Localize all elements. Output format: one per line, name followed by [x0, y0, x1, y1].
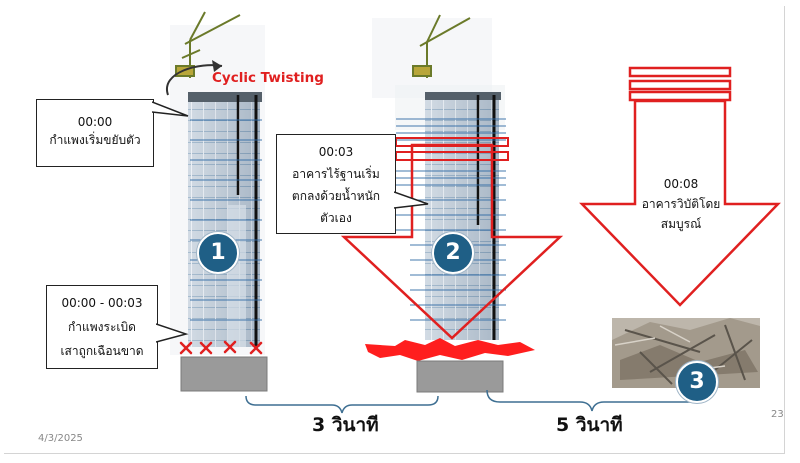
tower-stage-2: [340, 14, 564, 393]
brace-5-seconds: [486, 389, 701, 412]
slide-date: 4/3/2025: [38, 433, 83, 444]
callout-wall-explode: 00:00 - 00:03 กำแพงระเบิด เสาถูกเฉือนขาด: [46, 285, 158, 369]
cut-marks: [179, 340, 263, 355]
stage-badge-3: 3: [676, 361, 718, 403]
cyclic-twisting-label: Cyclic Twisting: [212, 70, 324, 86]
callout-building-falls: 00:03 อาคารไร้ฐานเริ่ม ตกลงด้วยน้ำหนัก ต…: [276, 134, 396, 234]
stage-badge-2: 2: [432, 232, 474, 274]
stage-3-slabs: [628, 66, 732, 102]
tower-1-foundation: [180, 356, 268, 392]
callout-2-pointer: [156, 323, 189, 343]
down-arrow-stage-2: [340, 143, 564, 340]
callout-1-pointer: [152, 101, 189, 117]
tower-stage-1: [165, 11, 268, 392]
callout-3-line3: ตัวเอง: [320, 211, 352, 225]
crane-1: [175, 11, 241, 78]
tower-2-foundation: [416, 360, 504, 393]
callout-3-line2: ตกลงด้วยน้ำหนัก: [291, 189, 381, 203]
callout-2-time: 00:00 - 00:03: [61, 296, 143, 310]
callout-4-line2: สมบูรณ์: [660, 217, 702, 231]
callout-4-time: 00:08: [663, 177, 699, 191]
callout-3-time: 00:03: [318, 145, 354, 159]
callout-wall-start-moving: 00:00 กำแพงเริ่มขยับตัว: [36, 99, 154, 167]
callout-4-line1: อาคารวิบัติโดย: [641, 197, 721, 211]
callout-1-time: 00:00: [77, 115, 113, 129]
twist-arrow-icon: [165, 60, 223, 96]
rubble-image: [612, 318, 760, 388]
brace-3-seconds: [245, 395, 439, 414]
callout-2-line1: กำแพงระเบิด: [68, 320, 136, 334]
stage-3: [579, 66, 781, 388]
stage-badge-1: 1: [197, 232, 239, 274]
crane-2: [412, 14, 471, 78]
duration-3-seconds: 3 วินาที: [312, 414, 379, 436]
tower-2-floors: [396, 118, 506, 321]
callout-3-pointer: [394, 191, 429, 209]
callout-1-text: กำแพงเริ่มขยับตัว: [49, 133, 141, 147]
duration-5-seconds: 5 วินาที: [556, 414, 623, 436]
impact-burst-icon: [365, 338, 535, 361]
down-arrow-stage-3: [579, 99, 781, 307]
callout-3-line1: อาคารไร้ฐานเริ่ม: [292, 167, 380, 181]
tower-1-roof: [188, 92, 262, 102]
callout-2-line2: เสาถูกเฉือนขาด: [60, 344, 144, 358]
slide-frame: [4, 6, 785, 454]
callout-total-collapse: 00:08 อาคารวิบัติโดย สมบูรณ์: [620, 174, 742, 234]
slide-page-number: 23: [771, 409, 784, 420]
